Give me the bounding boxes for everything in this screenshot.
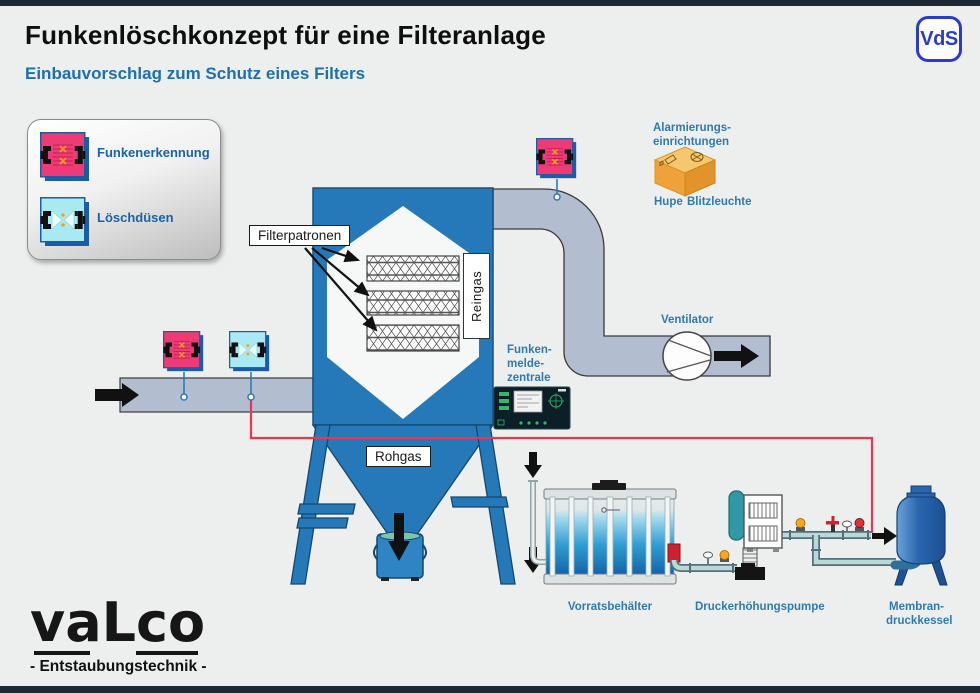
fan [662, 331, 712, 381]
hopper-brace-right [450, 496, 509, 508]
pump-label: Druckerhöhungspumpe [695, 601, 825, 613]
beacon-orange-suction [719, 550, 730, 562]
filter-cartridges-label: Filterpatronen [249, 225, 351, 246]
filter-cartridge-pointer-arrows [304, 246, 378, 332]
device-connectors [183, 179, 558, 394]
legend-icons [39, 131, 90, 247]
bottom-edge-bar [0, 686, 980, 693]
vds-logo-label: VdS [920, 27, 958, 50]
horn-label: Hupe [654, 196, 683, 208]
discharge-pipe [781, 530, 871, 540]
storage-tank [543, 480, 681, 585]
page-subtitle: Einbauvorschlag zum Schutz eines Filters [25, 64, 366, 83]
filter-cartridges [366, 255, 460, 352]
spark-panel-label-line3: zentrale [507, 372, 551, 384]
spark-detector-clean-gas [535, 137, 577, 179]
spark-control-panel [493, 386, 571, 430]
valco-tagline: - Entstaubungstechnik - [30, 658, 207, 675]
tank-label: Vorratsbehälter [567, 601, 653, 613]
filter-hopper [290, 424, 516, 585]
pipe-fittings [703, 516, 865, 564]
extinguishing-water-line [249, 397, 874, 533]
flash-beacon-label: Blitzleuchte [687, 196, 752, 208]
membrane-vessel [890, 485, 948, 586]
flow-arrows [95, 344, 897, 573]
spark-panel-label-line2: melde- [507, 358, 545, 370]
tank-inlet-pipe [528, 480, 547, 565]
outlet-flow-arrow [714, 344, 759, 368]
pump-out-arrow [872, 527, 897, 545]
tank-fill-arrow-top [524, 452, 542, 478]
legend-spark-detector-icon [39, 131, 90, 182]
clean-gas-duct [492, 188, 771, 377]
legend-nozzle-icon [39, 197, 90, 247]
beacon-icon [690, 152, 704, 162]
alarm-label-line2: einrichtungen [653, 136, 730, 148]
clean-gas-label: Reingas [463, 253, 490, 339]
level-indicator [601, 507, 620, 513]
gauge-suction [703, 551, 713, 564]
bucket-down-arrow [388, 513, 410, 561]
booster-pump [728, 490, 783, 580]
hopper-brace-left2 [296, 517, 349, 529]
legend-spark-detection-label: Funkenerkennung [97, 145, 210, 160]
valco-logo: vaLco [30, 591, 206, 654]
vessel-label-line1: Membran- [889, 601, 944, 613]
extinguishing-nozzle-inlet [228, 330, 270, 372]
top-edge-bar [0, 0, 980, 6]
horn-icon [659, 154, 677, 167]
filter-housing [304, 187, 494, 426]
duct-tap-points [180, 193, 561, 401]
spark-panel-label-line1: Funken- [507, 344, 552, 356]
raw-gas-inlet-duct [119, 377, 314, 413]
beacon-orange-discharge [795, 518, 806, 531]
spark-detector-inlet [162, 330, 204, 372]
valve-red-discharge [826, 516, 839, 532]
suction-pipe [670, 559, 737, 573]
page-title: Funkenlöschkonzept für eine Filteranlage [25, 20, 546, 50]
vessel-branch-pipe [811, 535, 896, 566]
alarm-devices-box [653, 146, 717, 197]
vessel-label-line2: druckkessel [886, 615, 953, 627]
inlet-flow-arrow [95, 383, 139, 407]
legend-box: Funkenerkennung Löschdüsen [27, 119, 221, 260]
tank-outlet-valve [667, 543, 681, 563]
beacon-red-discharge [854, 518, 865, 531]
hopper-brace-left1 [297, 503, 356, 515]
gauge-discharge [842, 520, 852, 531]
vds-logo: VdS [916, 16, 962, 62]
alarm-label-line1: Alarmierungs- [653, 122, 731, 134]
legend-nozzles-label: Löschdüsen [97, 210, 174, 225]
valco-logo-bar-left [34, 651, 90, 655]
raw-gas-label: Rohgas [366, 446, 431, 467]
fan-label: Ventilator [661, 314, 714, 326]
tank-cap [592, 483, 626, 490]
valco-logo-bar-right [136, 651, 198, 655]
